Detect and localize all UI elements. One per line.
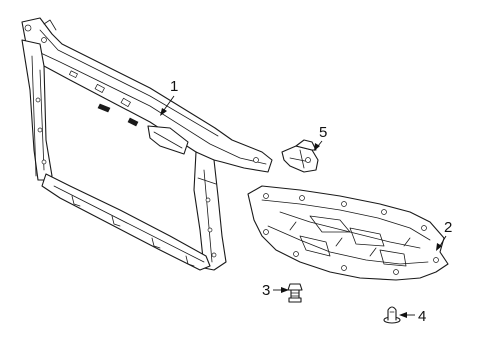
callout-label-1: 1 — [170, 78, 178, 95]
callout-label-5: 5 — [319, 124, 327, 141]
callout-5: 5 — [314, 124, 327, 151]
callout-label-4: 4 — [418, 308, 426, 325]
callout-1: 1 — [160, 78, 178, 116]
callout-4: 4 — [399, 308, 426, 325]
callout-label-2: 2 — [444, 219, 452, 236]
callout-2: 2 — [436, 219, 452, 251]
bolt — [287, 283, 303, 303]
callout-label-3: 3 — [262, 282, 270, 299]
bracket — [281, 139, 319, 173]
callout-3: 3 — [262, 282, 289, 299]
clip — [383, 306, 401, 324]
engine-undercover — [247, 185, 449, 281]
radiator-support-frame — [21, 17, 273, 271]
